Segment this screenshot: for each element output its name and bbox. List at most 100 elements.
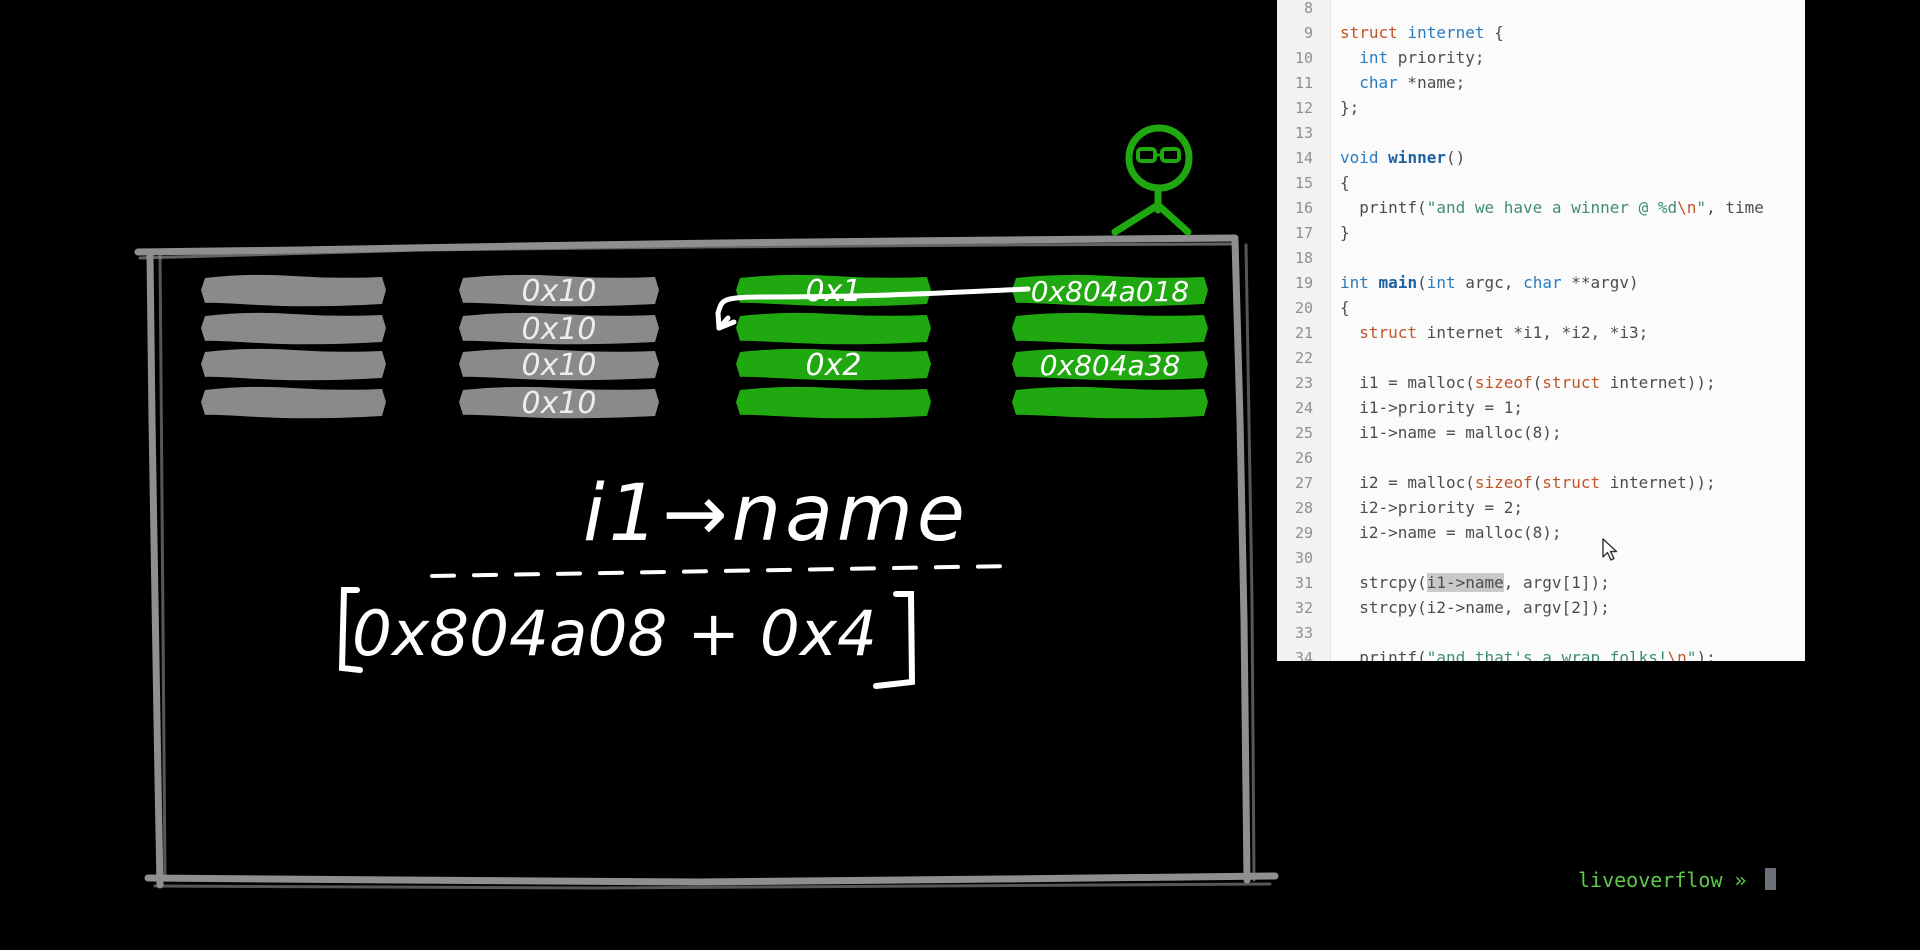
code-line[interactable]: 30 xyxy=(1277,545,1313,570)
line-number: 22 xyxy=(1294,349,1313,367)
heap-chunk-value: 0x1 xyxy=(806,274,862,309)
code-text: int priority; xyxy=(1359,48,1485,67)
heap-chunk-cell xyxy=(459,312,659,345)
code-line[interactable]: 9 struct internet { xyxy=(1277,20,1504,45)
code-line[interactable]: 24 i1->priority = 1; xyxy=(1277,395,1523,420)
line-number: 12 xyxy=(1294,99,1313,117)
code-line[interactable]: 22 xyxy=(1277,345,1313,370)
code-line[interactable]: 8 xyxy=(1277,0,1313,20)
terminal-prompt[interactable]: liveoverflow » xyxy=(1578,868,1776,892)
code-line[interactable]: 26 xyxy=(1277,445,1313,470)
heap-chunk-value: 0x10 xyxy=(521,312,596,347)
prompt-text: liveoverflow » xyxy=(1578,868,1759,892)
line-number-gutter xyxy=(1277,0,1331,661)
heap-chunk-cell xyxy=(201,386,386,419)
line-number: 10 xyxy=(1294,49,1313,67)
code-line[interactable]: 13 xyxy=(1277,120,1313,145)
heap-chunk-cell xyxy=(459,348,659,381)
line-number: 18 xyxy=(1294,249,1313,267)
line-number: 31 xyxy=(1294,574,1313,592)
line-number: 17 xyxy=(1294,224,1313,242)
code-line[interactable]: 33 xyxy=(1277,620,1313,645)
line-number: 19 xyxy=(1294,274,1313,292)
dashed-divider xyxy=(430,564,1014,578)
code-line[interactable]: 15{ xyxy=(1277,170,1350,195)
code-line[interactable]: 29 i2->name = malloc(8); xyxy=(1277,520,1562,545)
heap-chunk-column: 0x1 0x2 xyxy=(736,274,931,419)
code-line[interactable]: 25 i1->name = malloc(8); xyxy=(1277,420,1562,445)
code-line[interactable]: 12}; xyxy=(1277,95,1359,120)
code-text: { xyxy=(1340,173,1350,192)
expression-title: i1→name xyxy=(583,469,969,559)
code-line[interactable]: 27 i2 = malloc(sizeof(struct internet)); xyxy=(1277,470,1716,495)
code-text: struct internet { xyxy=(1340,23,1504,42)
code-line[interactable]: 17} xyxy=(1277,220,1350,245)
code-text: strcpy(i2->name, argv[2]); xyxy=(1340,598,1610,617)
line-number: 29 xyxy=(1294,524,1313,542)
line-number: 34 xyxy=(1294,649,1313,661)
heap-chunk-value: 0x804a018 xyxy=(1031,275,1189,308)
mouse-pointer-icon xyxy=(1602,538,1618,561)
code-text: i1->name = malloc(8); xyxy=(1340,423,1562,442)
whiteboard-frame xyxy=(134,234,1279,890)
heap-chunk-cell xyxy=(1012,312,1208,345)
whiteboard-drawing: 0x100x100x100x100x10x20x804a0180x804a38 … xyxy=(134,124,1279,890)
heap-chunk-value: 0x10 xyxy=(521,274,596,309)
code-text: } xyxy=(1340,223,1350,242)
heap-chunk-cell xyxy=(201,312,386,345)
heap-chunk-cell xyxy=(1012,274,1208,307)
heap-chunk-value: 0x804a38 xyxy=(1040,349,1181,382)
line-number: 30 xyxy=(1294,549,1313,567)
heap-chunk-cell xyxy=(736,348,931,381)
line-number: 8 xyxy=(1303,0,1313,17)
line-number: 20 xyxy=(1294,299,1313,317)
heap-chunk-column: 0x804a018 0x804a38 xyxy=(1012,274,1208,419)
line-number: 9 xyxy=(1303,24,1313,42)
code-text: strcpy(i1->name, argv[1]); xyxy=(1340,573,1610,592)
code-text: i1->priority = 1; xyxy=(1340,398,1524,417)
heap-chunk-cell xyxy=(736,312,931,345)
code-text: printf("and we have a winner @ %d\n", ti… xyxy=(1340,198,1764,217)
address-expression: 0x804a08 + 0x4 xyxy=(338,587,916,689)
heap-chunk-cell xyxy=(459,274,659,307)
line-number: 28 xyxy=(1294,499,1313,517)
line-number: 26 xyxy=(1294,449,1313,467)
heap-chunk-value: 0x10 xyxy=(521,348,596,383)
code-line[interactable]: 21 struct internet *i1, *i2, *i3; xyxy=(1277,320,1648,345)
code-text: char *name; xyxy=(1359,73,1466,92)
line-number: 14 xyxy=(1294,149,1313,167)
line-number: 11 xyxy=(1294,74,1313,92)
code-text: i2 = malloc(sizeof(struct internet)); xyxy=(1340,473,1716,492)
code-line[interactable]: 11 char *name; xyxy=(1277,70,1465,95)
code-line[interactable]: 23 i1 = malloc(sizeof(struct internet)); xyxy=(1277,370,1716,395)
code-text: }; xyxy=(1340,98,1360,117)
code-line[interactable]: 34 printf("and that's a wrap folks!\n"); xyxy=(1277,645,1716,661)
code-line[interactable]: 10 int priority; xyxy=(1277,45,1485,70)
line-number: 21 xyxy=(1294,324,1313,342)
code-text: void winner() xyxy=(1340,148,1466,167)
code-text: { xyxy=(1340,298,1350,317)
code-line[interactable]: 18 xyxy=(1277,245,1313,270)
code-text: i2->name = malloc(8); xyxy=(1340,523,1562,542)
address-expression-text: 0x804a08 + 0x4 xyxy=(352,597,877,670)
line-number: 24 xyxy=(1294,399,1313,417)
heap-chunk-value: 0x10 xyxy=(521,386,596,421)
code-text: i1 = malloc(sizeof(struct internet)); xyxy=(1340,373,1716,392)
code-line[interactable]: 32 strcpy(i2->name, argv[2]); xyxy=(1277,595,1610,620)
heap-chunk-cell xyxy=(1012,348,1208,381)
code-line[interactable]: 31 strcpy(i1->name, argv[1]); xyxy=(1277,570,1610,595)
code-text: i2->priority = 2; xyxy=(1340,498,1524,517)
heap-chunk-column xyxy=(201,274,386,419)
line-number: 25 xyxy=(1294,424,1313,442)
heap-chunk-value: 0x2 xyxy=(806,348,862,383)
code-line[interactable]: 20 { xyxy=(1277,295,1350,320)
code-line[interactable]: 14 void winner() xyxy=(1277,145,1465,170)
code-line[interactable]: 16 printf("and we have a winner @ %d\n",… xyxy=(1277,195,1764,220)
heap-chunk-cell xyxy=(736,386,931,419)
code-line[interactable]: 28 i2->priority = 2; xyxy=(1277,495,1523,520)
heap-chunk-cell xyxy=(1012,386,1208,419)
